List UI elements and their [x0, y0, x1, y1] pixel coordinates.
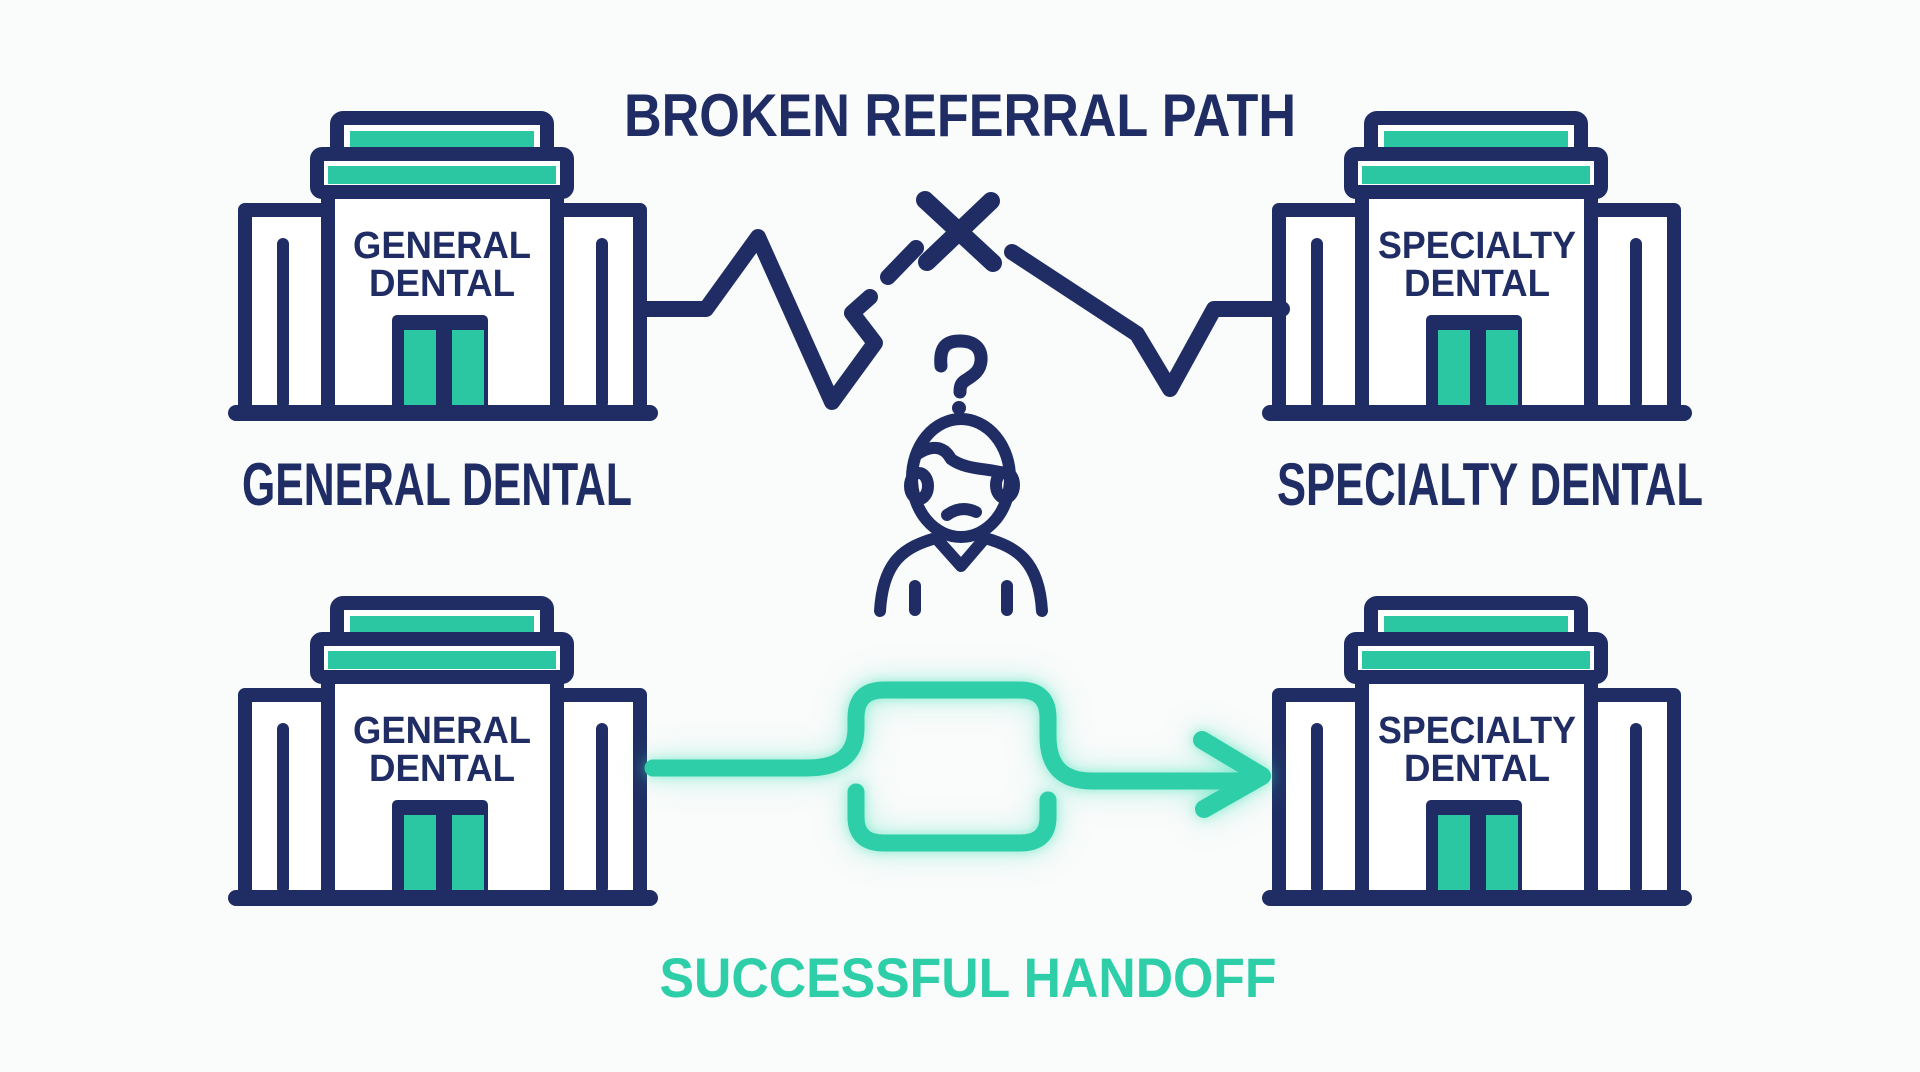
- successful-handoff-title: SUCCESSFUL HANDOFF: [660, 946, 1277, 1009]
- broken-line-right-piece: [1004, 244, 1290, 397]
- person-head: [906, 413, 1016, 543]
- question-mark-icon: [934, 334, 988, 415]
- person-frown: [941, 503, 982, 521]
- broken-zigzag-line-icon: [633, 229, 1290, 410]
- general-sign-line1-bottom: GENERAL: [353, 710, 531, 752]
- detour-arrow-icon: [644, 681, 1271, 852]
- broken-line-left-piece: [633, 229, 883, 410]
- general-sign-line2-bottom: DENTAL: [369, 748, 515, 790]
- person-hair: [910, 442, 1010, 479]
- specialty-sign-line2-bottom: DENTAL: [1404, 748, 1550, 790]
- person-shoulders: [874, 532, 1048, 617]
- handoff-arrowhead: [1193, 731, 1271, 818]
- specialty-sign-line1-top: SPECIALTY: [1378, 225, 1576, 267]
- handoff-loop-lower-arc: [847, 783, 1057, 852]
- confused-person-icon: [874, 413, 1048, 617]
- general-dental-label: GENERAL DENTAL: [242, 451, 632, 518]
- x-mark-icon: [916, 191, 1002, 272]
- handoff-arrow-main-path: [644, 681, 1249, 790]
- broken-path-title: BROKEN REFERRAL PATH: [624, 82, 1296, 149]
- general-sign-line1-top: GENERAL: [353, 225, 531, 267]
- broken-line-fragment: [880, 240, 924, 285]
- general-sign-line2-top: DENTAL: [369, 263, 515, 305]
- specialty-sign-line2-top: DENTAL: [1404, 263, 1550, 305]
- specialty-sign-line1-bottom: SPECIALTY: [1378, 710, 1576, 752]
- specialty-dental-label: SPECIALTY DENTAL: [1277, 451, 1703, 518]
